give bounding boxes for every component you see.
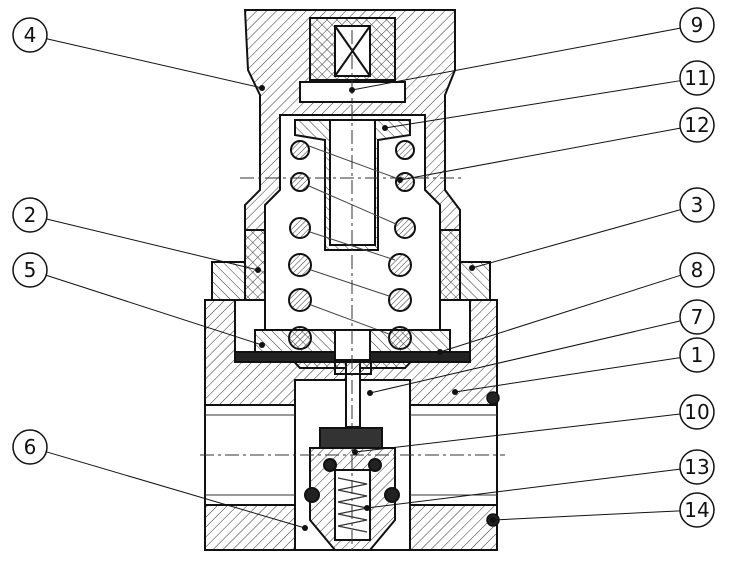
leader-dot [352, 449, 358, 455]
callout-13: 13 [364, 449, 715, 511]
leader-dot [452, 389, 458, 395]
leader-line [439, 274, 681, 353]
leader-line [46, 38, 263, 89]
leader-dot [397, 177, 403, 183]
callout-12: 12 [397, 107, 715, 183]
callout-label: 11 [684, 66, 709, 90]
leader-line [351, 27, 681, 91]
callout-bubble [12, 252, 48, 288]
callout-label: 8 [691, 258, 704, 282]
callout-6: 6 [12, 429, 308, 531]
leader-dot [259, 342, 265, 348]
callout-label: 3 [691, 193, 704, 217]
leader-dot [255, 267, 261, 273]
callout-bubble [12, 429, 48, 465]
callout-bubble [679, 107, 715, 143]
callout-label: 10 [684, 400, 709, 424]
callout-1: 1 [452, 337, 715, 395]
callout-bubble [679, 187, 715, 223]
callout-label: 2 [24, 203, 37, 227]
callout-10: 10 [352, 394, 715, 455]
callout-label: 7 [691, 305, 704, 329]
callout-3: 3 [469, 187, 715, 271]
callout-bubble [12, 17, 48, 53]
leader-line [354, 413, 681, 453]
callout-9: 9 [349, 7, 715, 93]
leader-dot [367, 390, 373, 396]
callout-11: 11 [382, 60, 715, 131]
callout-2: 2 [12, 197, 261, 273]
leader-dot [364, 505, 370, 511]
leader-line [366, 468, 681, 509]
callout-label: 1 [691, 343, 704, 367]
leader-dot [382, 125, 388, 131]
callout-bubble [679, 394, 715, 430]
leader-line [46, 218, 259, 271]
leader-dot [302, 525, 308, 531]
leader-line [492, 510, 681, 521]
callout-label: 14 [684, 498, 709, 522]
leader-dot [469, 265, 475, 271]
leader-dot [490, 517, 496, 523]
callout-bubble [679, 60, 715, 96]
callout-bubble [679, 337, 715, 373]
callout-8: 8 [437, 252, 715, 355]
centre-lines [200, 30, 505, 555]
callout-label: 6 [24, 435, 37, 459]
leader-line [369, 320, 681, 394]
callout-5: 5 [12, 252, 265, 348]
callout-label: 13 [684, 455, 709, 479]
callout-bubble [12, 197, 48, 233]
callout-bubble [679, 252, 715, 288]
leader-dot [349, 87, 355, 93]
leader-line [46, 274, 263, 346]
callout-4: 4 [12, 17, 265, 91]
callout-bubble [679, 7, 715, 43]
leader-dot [437, 349, 443, 355]
callout-7: 7 [367, 299, 715, 396]
leader-line [471, 209, 681, 269]
callout-label: 5 [24, 258, 37, 282]
callout-layer: 4 9 11 12 2 3 5 8 7 1 6 10 13 14 [12, 7, 715, 531]
callout-bubble [679, 449, 715, 485]
leader-line [454, 357, 681, 393]
leader-line [384, 80, 681, 129]
callout-label: 4 [24, 23, 37, 47]
leader-dot [259, 85, 265, 91]
leader-line [399, 127, 681, 181]
callout-14: 14 [490, 492, 715, 528]
callout-bubble [679, 299, 715, 335]
callout-label: 9 [691, 13, 704, 37]
callout-label: 12 [684, 113, 709, 137]
callout-bubble [679, 492, 715, 528]
leader-line [46, 451, 306, 529]
valve-stem [319, 361, 383, 449]
